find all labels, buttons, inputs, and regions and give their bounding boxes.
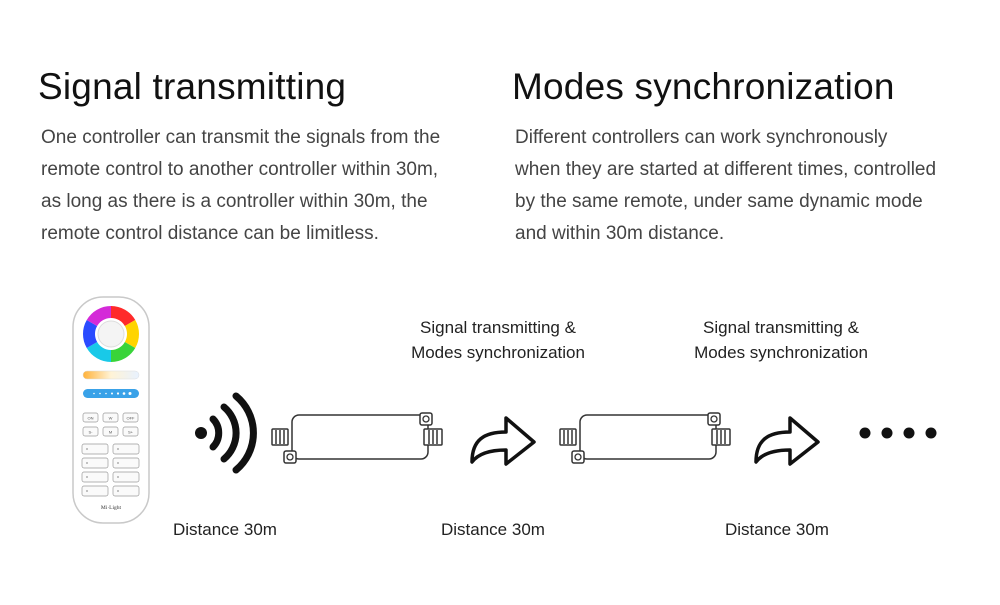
remote-button-off: OFF	[127, 416, 136, 421]
remote-brand-logo: Mi·Light	[101, 505, 122, 511]
remote-button-w: W	[109, 416, 113, 421]
curved-arrow-right-icon	[754, 416, 820, 466]
color-wheel-icon	[83, 306, 139, 362]
caption-signal-modes-1: Signal transmitting & Modes synchronizat…	[398, 315, 598, 365]
caption-line: Signal transmitting &	[420, 318, 576, 337]
description-line: by the same remote, under same dynamic m…	[515, 191, 923, 212]
description-line: remote control distance can be limitless…	[41, 223, 379, 244]
caption-line: Modes synchronization	[411, 343, 585, 362]
description-line: One controller can transmit the signals …	[41, 127, 441, 148]
modes-synchronization-title: Modes synchronization	[512, 66, 895, 107]
caption-line: Signal transmitting &	[703, 318, 859, 337]
remote-button-speed-down: S-	[89, 430, 94, 435]
description-line: Different controllers can work synchrono…	[515, 127, 888, 148]
description-line: when they are started at different times…	[515, 159, 937, 180]
caption-signal-modes-2: Signal transmitting & Modes synchronizat…	[681, 315, 881, 365]
modes-synchronization-description: Different controllers can work synchrono…	[515, 122, 936, 250]
description-line: and within 30m distance.	[515, 223, 725, 244]
ellipsis-dots-icon	[859, 427, 937, 439]
description-line: remote control to another controller wit…	[41, 159, 439, 180]
remote-button-speed-up: S+	[128, 430, 134, 435]
distance-label-2: Distance 30m	[441, 520, 545, 539]
description-line: as long as there is a controller within …	[41, 191, 428, 212]
wifi-signal-icon	[195, 392, 257, 474]
led-controller-2	[559, 412, 731, 464]
remote-button-mode: M	[109, 430, 112, 435]
distance-label-3: Distance 30m	[725, 520, 829, 539]
curved-arrow-right-icon	[470, 416, 536, 466]
signal-transmitting-title: Signal transmitting	[38, 66, 347, 107]
signal-transmitting-description: One controller can transmit the signals …	[41, 122, 440, 250]
led-controller-1	[271, 412, 443, 464]
remote-button-on: ON	[88, 416, 94, 421]
distance-label-1: Distance 30m	[173, 520, 277, 539]
caption-line: Modes synchronization	[694, 343, 868, 362]
remote-control-image: ON W OFF S- M S+ Mi·Light	[72, 296, 150, 524]
